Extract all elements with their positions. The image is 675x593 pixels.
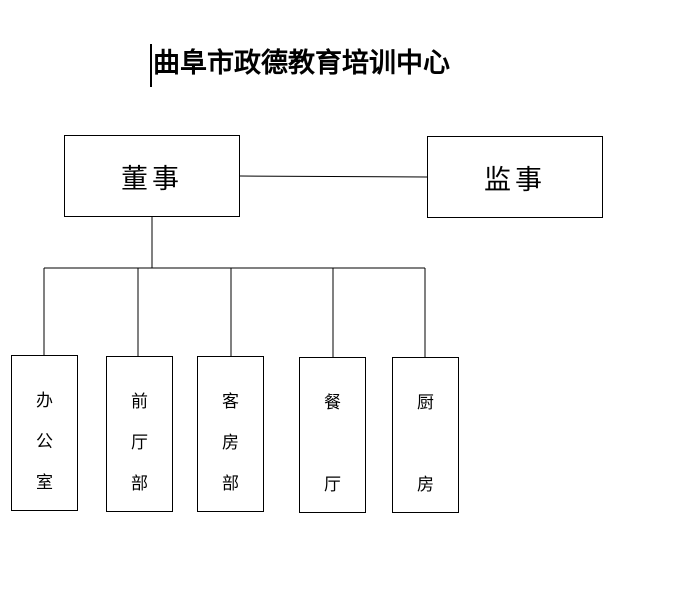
supervisor-label: 监事 — [484, 164, 546, 196]
department-node-housekeeping: 客 房 部 — [197, 356, 264, 512]
department-char: 部 — [131, 474, 148, 494]
department-char: 厨 — [417, 393, 434, 413]
department-char: 办 — [36, 391, 53, 411]
board-node: 董事 — [64, 135, 240, 217]
department-char: 厅 — [131, 433, 148, 453]
department-node-dining: 餐 厅 — [299, 357, 366, 513]
board-label: 董事 — [121, 163, 183, 195]
department-char: 公 — [36, 432, 53, 452]
department-node-kitchen: 厨 房 — [392, 357, 459, 513]
text-cursor — [150, 44, 152, 87]
supervisor-node: 监事 — [427, 136, 603, 218]
department-char: 厅 — [324, 475, 341, 495]
department-node-office: 办 公 室 — [11, 355, 78, 511]
department-char: 房 — [417, 475, 434, 495]
department-char: 前 — [131, 392, 148, 412]
department-char: 部 — [222, 474, 239, 494]
chart-title: 曲阜市政德教育培训中心 — [153, 48, 450, 79]
board-supervisor-connector — [239, 175, 428, 178]
department-char: 客 — [222, 392, 239, 412]
department-char: 房 — [222, 433, 239, 453]
department-char: 餐 — [324, 393, 341, 413]
department-char: 室 — [36, 473, 53, 493]
department-node-front-desk: 前 厅 部 — [106, 356, 173, 512]
